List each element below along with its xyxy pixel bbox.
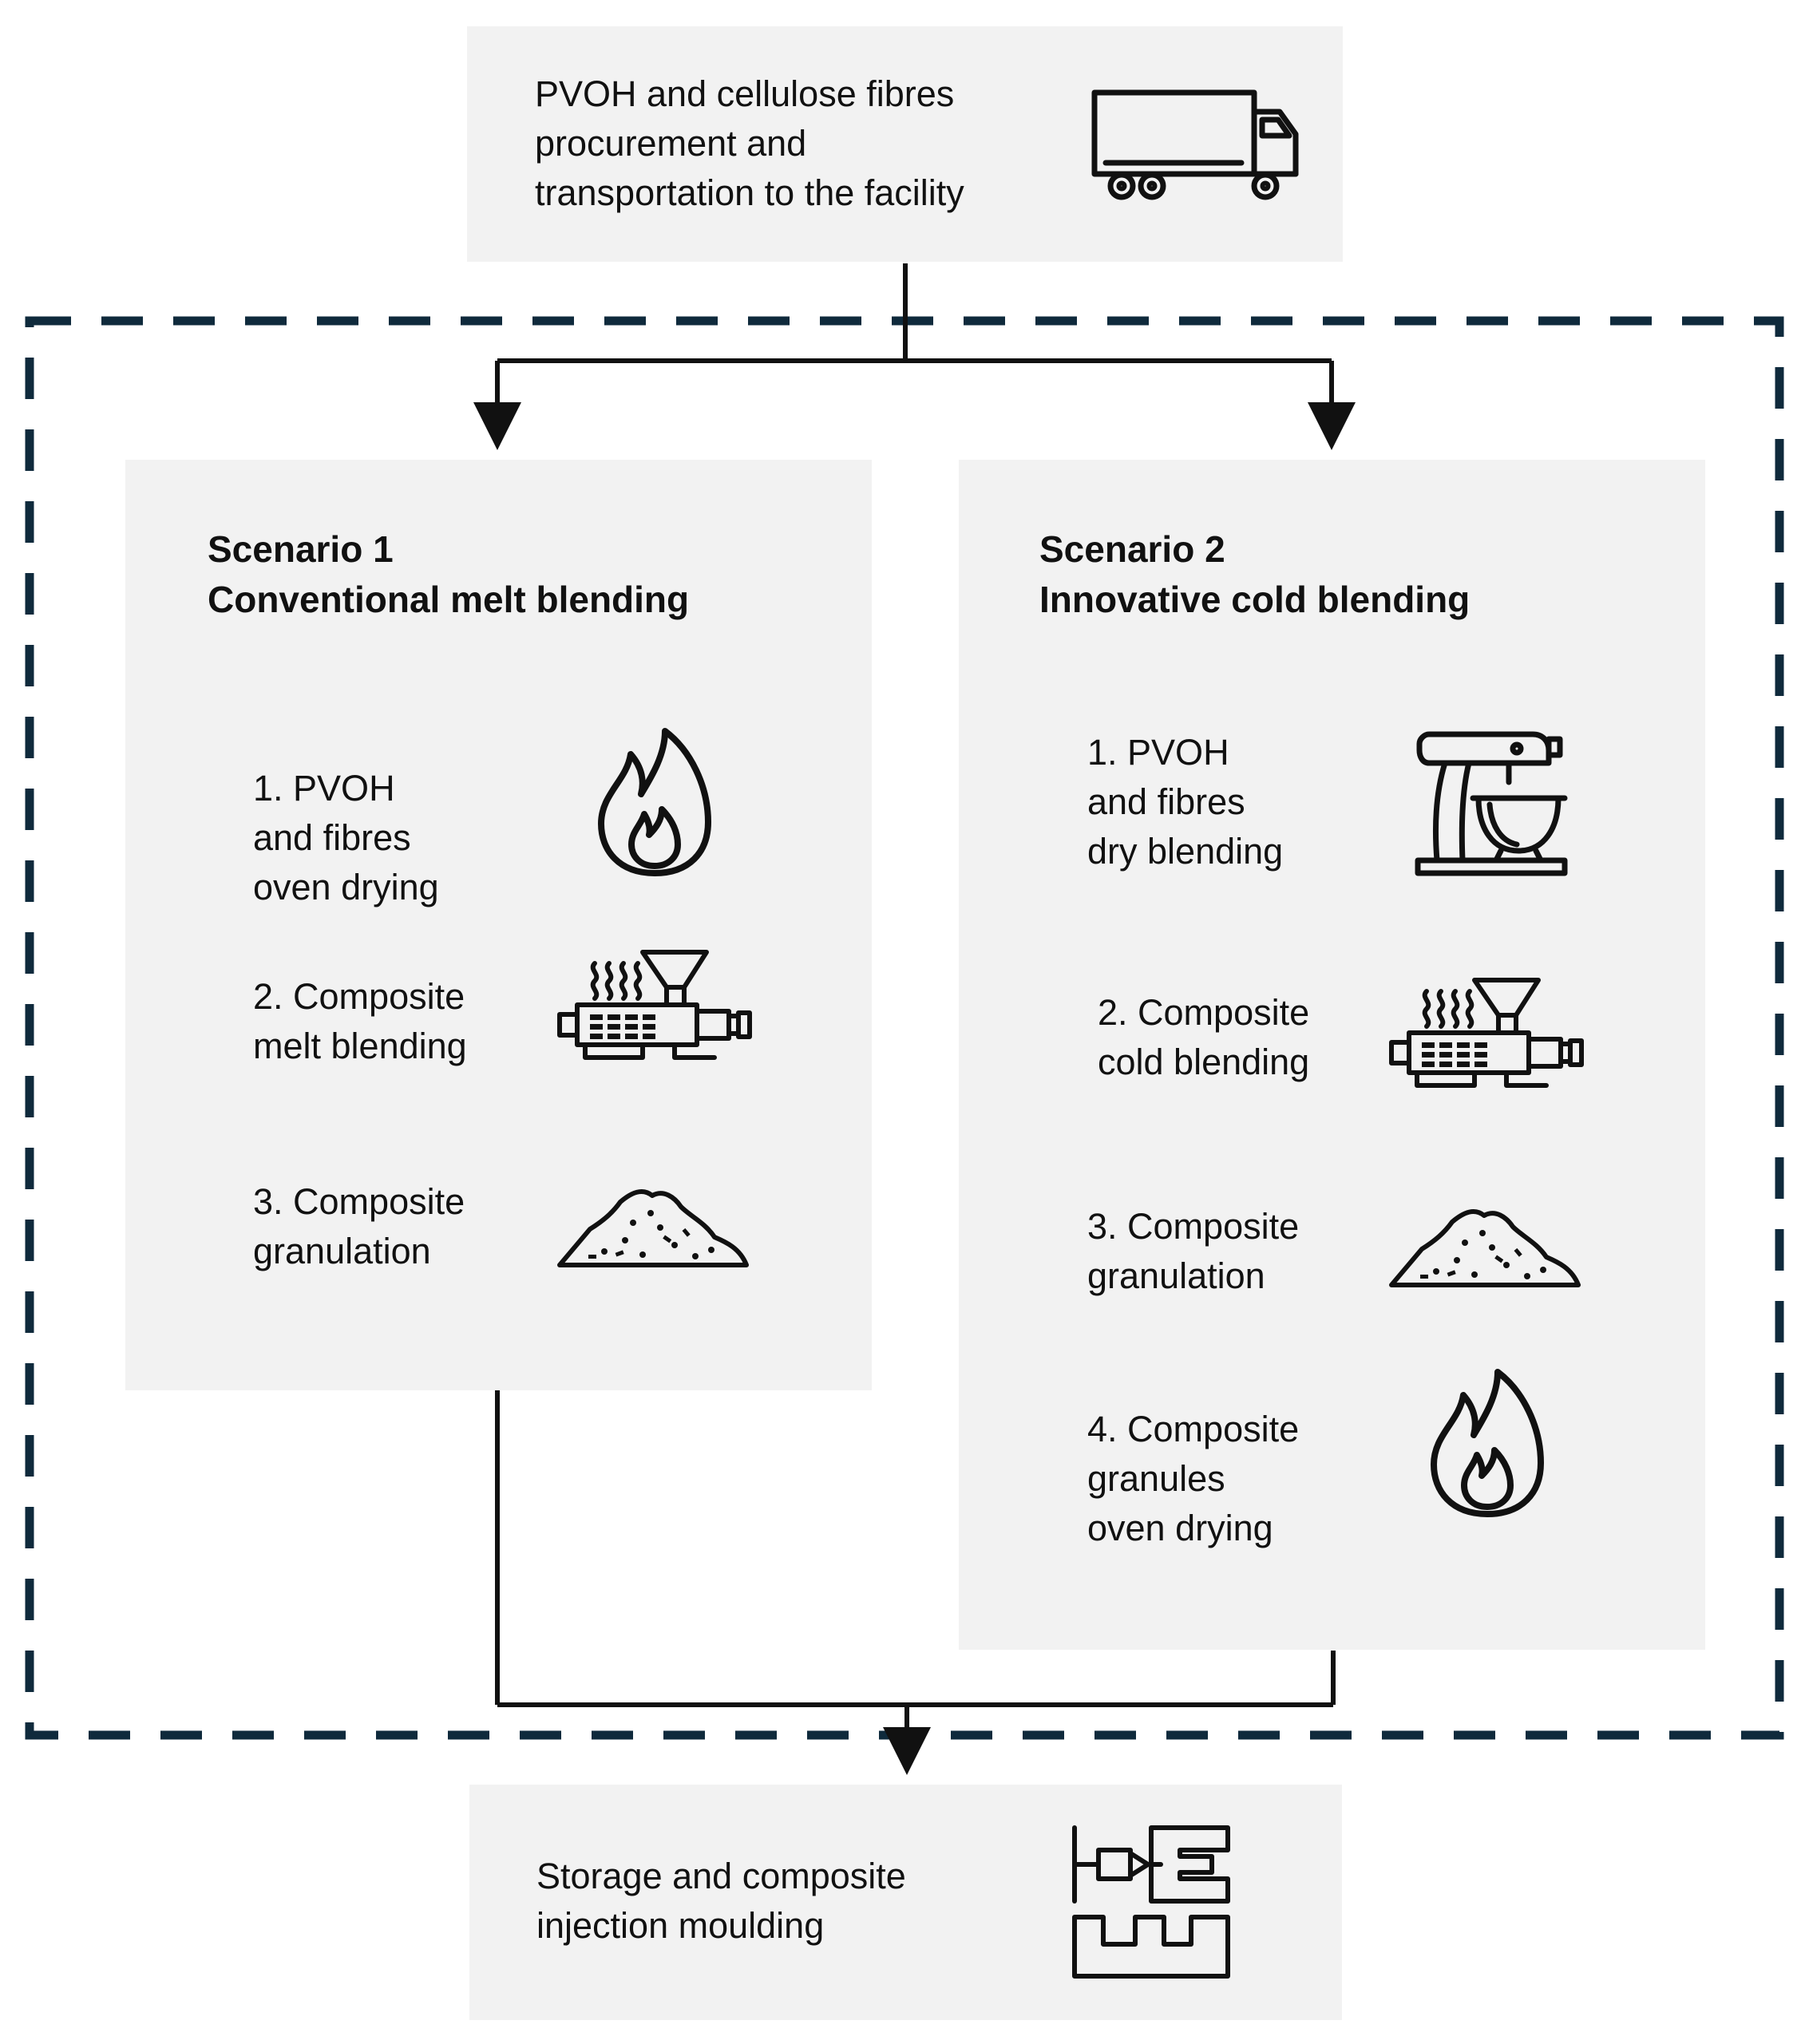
text-line: granulation <box>1087 1255 1265 1297</box>
text-line: cold blending <box>1098 1042 1310 1083</box>
text-line: Storage and composite <box>536 1856 906 1896</box>
text-line: 2. Composite <box>253 976 465 1017</box>
text-line: injection moulding <box>536 1905 825 1947</box>
text-line: oven drying <box>253 867 439 908</box>
bottom-box-text: Storage and composite injection moulding <box>536 1852 906 1951</box>
scenario1-step-2: 2. Composite melt blending <box>253 972 467 1071</box>
granule-pile-icon <box>1389 1208 1581 1287</box>
extruder-icon <box>1389 978 1584 1088</box>
text-line: Conventional melt blending <box>208 579 690 621</box>
scenario1-box <box>125 460 872 1390</box>
text-line: Scenario 2 <box>1039 528 1225 570</box>
scenario2-title: Scenario 2 Innovative cold blending <box>1039 524 1470 626</box>
text-line: and fibres <box>1087 781 1245 823</box>
text-line: PVOH and cellulose fibres <box>535 73 955 114</box>
truck-icon <box>1091 89 1299 200</box>
text-line: 2. Composite <box>1098 992 1310 1033</box>
scenario1-step-1: 1. PVOH and fibres oven drying <box>253 764 439 912</box>
text-line: 4. Composite <box>1087 1409 1300 1449</box>
top-box <box>467 26 1343 262</box>
text-line: melt blending <box>253 1026 467 1067</box>
extruder-icon <box>557 950 752 1060</box>
text-line: 1. PVOH <box>1087 732 1229 773</box>
text-line: Innovative cold blending <box>1039 579 1471 621</box>
flame-icon <box>598 728 711 876</box>
scenario2-step-4: 4. Composite granules oven drying <box>1087 1405 1299 1553</box>
stand-mixer-icon <box>1415 731 1568 876</box>
text-line: transportation to the facility <box>535 172 964 214</box>
text-line: granules <box>1087 1458 1225 1500</box>
text-line: procurement and <box>535 123 807 164</box>
text-line: dry blending <box>1087 831 1284 872</box>
top-box-text: PVOH and cellulose fibres procurement an… <box>535 69 964 218</box>
granule-pile-icon <box>557 1188 749 1267</box>
scenario1-title: Scenario 1 Conventional melt blending <box>208 524 689 626</box>
scenario2-step-3: 3. Composite granulation <box>1087 1202 1299 1301</box>
scenario2-step-1: 1. PVOH and fibres dry blending <box>1087 728 1283 876</box>
text-line: and fibres <box>253 817 411 859</box>
injection-mould-icon <box>1072 1825 1230 1979</box>
text-line: 1. PVOH <box>253 768 395 809</box>
text-line: 3. Composite <box>1087 1206 1300 1247</box>
text-line: Scenario 1 <box>208 528 394 570</box>
flame-icon <box>1431 1369 1544 1517</box>
text-line: oven drying <box>1087 1508 1273 1549</box>
text-line: granulation <box>253 1231 431 1272</box>
scenario1-step-3: 3. Composite granulation <box>253 1177 465 1276</box>
scenario2-step-2: 2. Composite cold blending <box>1098 988 1309 1087</box>
text-line: 3. Composite <box>253 1181 465 1222</box>
